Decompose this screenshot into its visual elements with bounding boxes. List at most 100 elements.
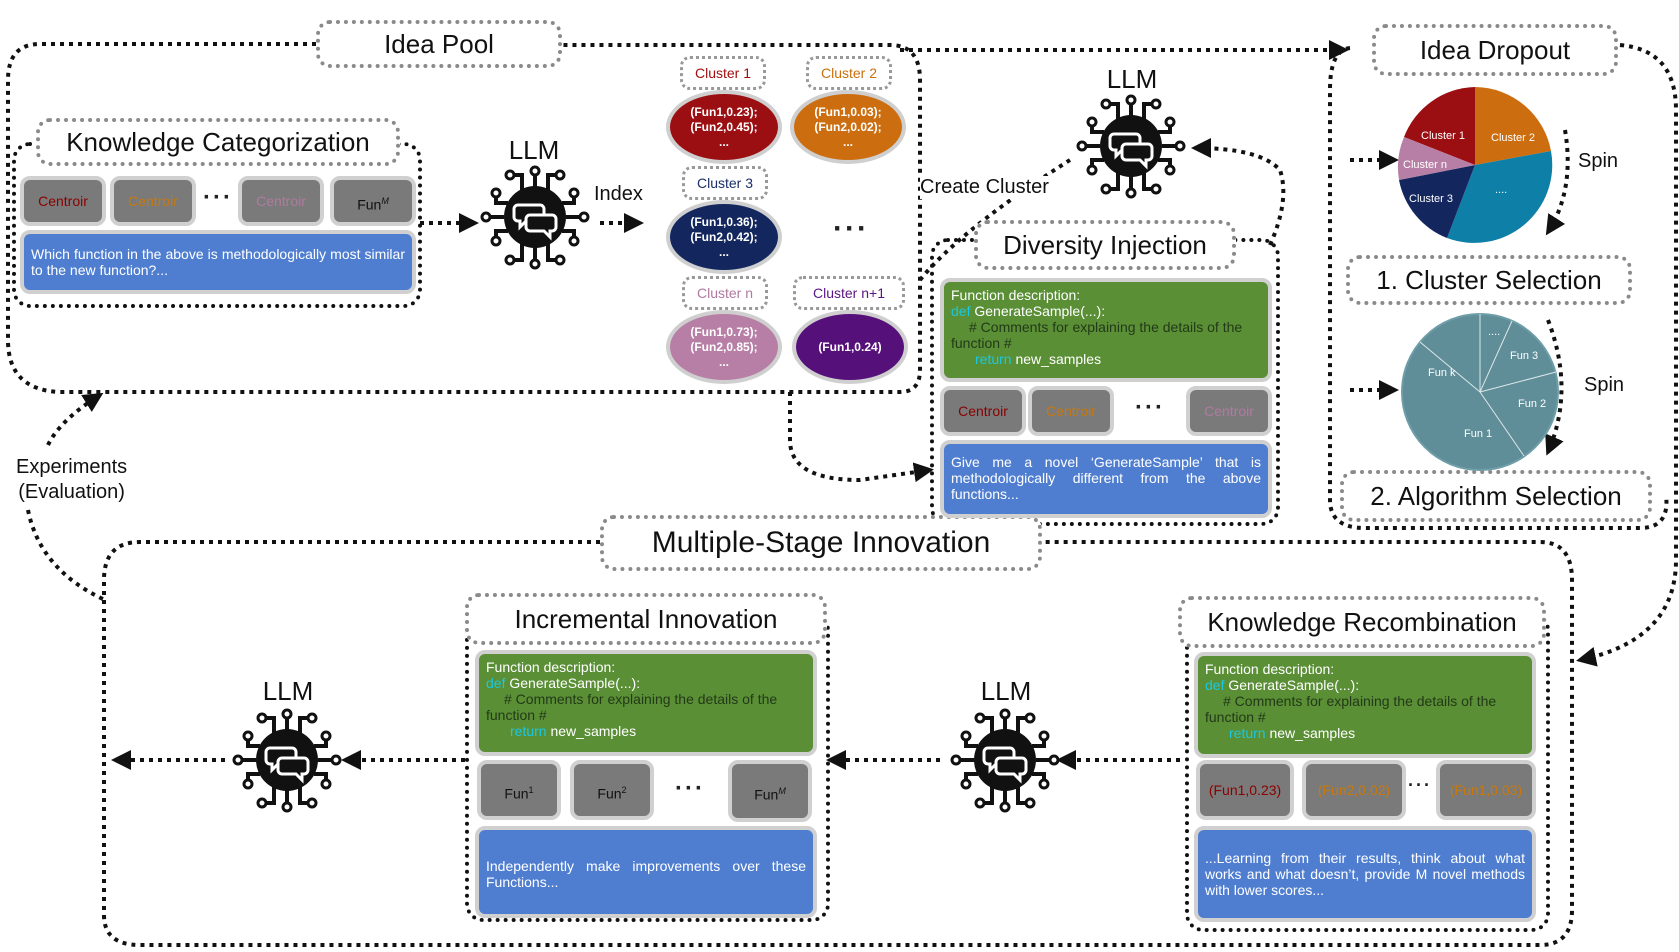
diversity-injection-title: Diversity Injection <box>974 220 1236 270</box>
recombination-prompt: ...Learning from their results, think ab… <box>1194 826 1536 922</box>
experiments-text: Experiments <box>16 456 128 478</box>
code-return-line: return new_samples <box>1205 725 1525 741</box>
cluster-3: (Fun1,0.36); (Fun2,0.42); ... <box>666 200 782 274</box>
div-chip-1: Centroir <box>940 386 1026 436</box>
inc-ellipsis: ··· <box>675 775 705 802</box>
incremental-prompt: Independently make improvements over the… <box>475 826 817 918</box>
rec-ellipsis: ··· <box>1408 775 1432 795</box>
pie1-label-clustern: Cluster n <box>1403 159 1447 171</box>
knowledge-categorization-title: Knowledge Categorization <box>36 118 400 166</box>
cluster-2: (Fun1,0.03); (Fun2,0.02); ... <box>790 90 906 164</box>
code-ret-kw: return <box>1229 725 1266 741</box>
llm-chip-icon <box>1076 94 1186 199</box>
experiments-label: Experiments (Evaluation) <box>16 455 127 505</box>
arrow-dropout-to-recombination <box>1576 43 1678 667</box>
div-chip-3: Centroir <box>1186 386 1272 436</box>
cluster-2-tag: Cluster 2 <box>806 56 892 90</box>
diversity-code-panel: Function description: def GenerateSample… <box>940 278 1272 382</box>
pie2-label-funk: Fun k <box>1428 367 1456 379</box>
kc-chip-3: Centroir <box>238 176 324 226</box>
pie1-slice-rest <box>1447 151 1553 243</box>
evaluation-text: (Evaluation) <box>18 481 125 503</box>
pie1-label-cluster2: Cluster 2 <box>1491 132 1535 144</box>
div-ellipsis: ··· <box>1135 394 1165 421</box>
kc-chip-1: Centroir <box>20 176 106 226</box>
code-comment-1: # Comments for explaining the details of… <box>969 319 1243 335</box>
rec-chip-3: (Fun1,0.03) <box>1436 760 1536 820</box>
inc-chip-1-text: Fun <box>504 785 529 802</box>
kc-chip-3-text: Centroir <box>256 193 306 209</box>
cluster-1-tag: Cluster 1 <box>680 56 766 90</box>
code-ret-kw: return <box>975 351 1012 367</box>
arrow-experiments-down <box>26 509 106 602</box>
div-chip-3-text: Centroir <box>1204 403 1254 419</box>
cluster-n1: (Fun1,0.24) <box>792 310 908 384</box>
code-comment-2: function # <box>486 707 547 723</box>
code-ret-rest: new_samples <box>1015 351 1102 367</box>
pie2-label-fun2: Fun 2 <box>1518 398 1546 410</box>
llm-chip-icon <box>480 165 590 270</box>
code-return-line: return new_samples <box>951 351 1261 367</box>
inc-chip-3-text: Fun <box>754 786 779 803</box>
pie1-label-rest: .... <box>1495 184 1507 196</box>
code-def-rest: GenerateSample(...): <box>974 303 1106 319</box>
incremental-innovation-title: Incremental Innovation <box>465 593 827 645</box>
arrow-pool-to-diversity <box>788 392 934 483</box>
kc-chip-1-text: Centroir <box>38 193 88 209</box>
inc-chip-2-sup: 2 <box>621 785 627 795</box>
idea-dropout-title: Idea Dropout <box>1372 24 1618 76</box>
llm-chip-icon <box>950 708 1060 813</box>
div-chip-1-text: Centroir <box>958 403 1008 419</box>
code-comment-1: # Comments for explaining the details of… <box>1223 693 1497 709</box>
kc-chip-4: FunM <box>330 176 416 226</box>
pie1-label-cluster1: Cluster 1 <box>1421 130 1465 142</box>
code-comment-1: # Comments for explaining the details of… <box>504 691 778 707</box>
cluster-pie: Cluster 1 Cluster 2 .... Cluster 3 Clust… <box>1397 87 1553 243</box>
cluster-n1-tag: Cluster n+1 <box>793 276 905 310</box>
rec-chip-1-text: (Fun1,0.23) <box>1208 782 1282 798</box>
cluster-selection-title: 1. Cluster Selection <box>1346 255 1632 305</box>
code-def-line: def GenerateSample(...): <box>1205 677 1525 693</box>
inc-chip-1: Fun1 <box>477 760 561 820</box>
rec-chip-2-text: (Fun2,0.02) <box>1317 782 1391 798</box>
spin-arrow-2 <box>1545 319 1564 456</box>
cluster-3-tag: Cluster 3 <box>682 166 768 200</box>
diversity-prompt: Give me a novel ‘GenerateSample’ that is… <box>940 440 1272 518</box>
llm-label-bottom-mid: LLM <box>980 676 1032 706</box>
code-def-kw: def <box>486 675 506 691</box>
code-def-rest: GenerateSample(...): <box>1228 677 1360 693</box>
pie1-slice-cluster3 <box>1399 165 1475 238</box>
multi-stage-title: Multiple-Stage Innovation <box>600 515 1042 571</box>
code-ret-rest: new_samples <box>550 723 637 739</box>
spin-label-1: Spin <box>1578 150 1619 172</box>
arrow-experiments-up <box>46 392 104 446</box>
index-label: Index <box>594 183 643 205</box>
inc-chip-2-text: Fun <box>597 785 622 802</box>
cluster-1: (Fun1,0.23); (Fun2,0.45); ... <box>666 90 782 164</box>
pie2-label-fun3: Fun 3 <box>1510 350 1538 362</box>
code-return-line: return new_samples <box>486 723 806 739</box>
pie1-slice-clustern <box>1397 137 1475 180</box>
algorithm-pie: .... Fun 3 Fun 2 Fun 1 Fun k <box>1401 313 1559 471</box>
inc-chip-2: Fun2 <box>570 760 654 820</box>
kc-chip-2: Centroir <box>110 176 196 226</box>
kc-ellipsis: ··· <box>203 184 233 211</box>
rec-chip-2: (Fun2,0.02) <box>1302 760 1406 820</box>
code-def-rest: GenerateSample(...): <box>509 675 641 691</box>
kc-chip-2-text: Centroir <box>128 193 178 209</box>
pie2-label-rest: .... <box>1488 326 1500 338</box>
code-ret-rest: new_samples <box>1269 725 1356 741</box>
llm-chip-icon <box>232 708 342 813</box>
llm-label-right: LLM <box>1106 64 1158 94</box>
cluster-n: (Fun1,0.73); (Fun2,0.85); ... <box>666 310 782 384</box>
idea-pool-loop <box>6 42 922 394</box>
algorithm-selection-title: 2. Algorithm Selection <box>1340 470 1652 522</box>
rec-chip-1: (Fun1,0.23) <box>1196 760 1294 820</box>
kc-prompt: Which function in the above is methodolo… <box>20 230 416 294</box>
code-desc: Function description: <box>1205 661 1335 677</box>
recombination-code-panel: Function description: def GenerateSample… <box>1194 652 1536 758</box>
kc-chip-4-sup: M <box>381 196 389 206</box>
div-chip-2: Centroir <box>1028 386 1114 436</box>
div-chip-2-text: Centroir <box>1046 403 1096 419</box>
